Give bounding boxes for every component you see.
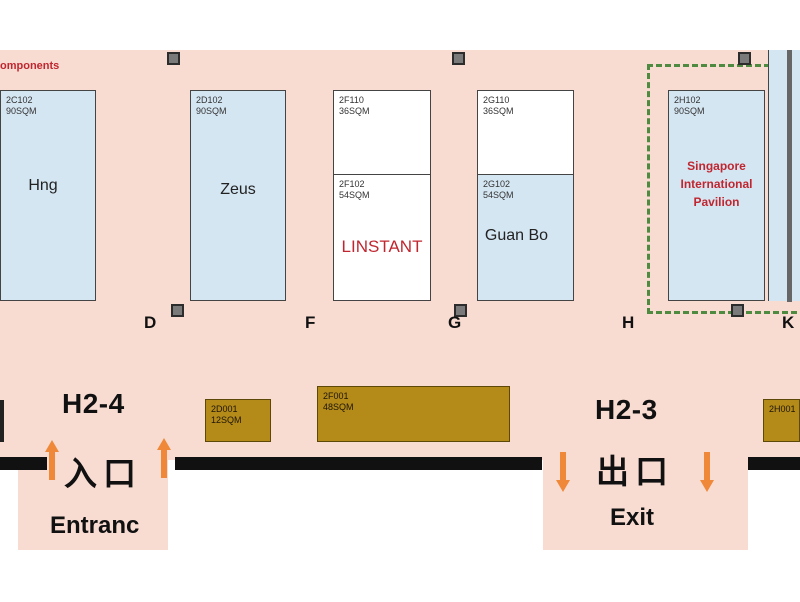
entry-arrow-icon — [157, 438, 171, 478]
entrance-chinese-label: 入口 — [64, 454, 142, 493]
pillar-icon — [167, 52, 180, 65]
booth-code: 2F102 — [339, 179, 365, 189]
pavilion-strip — [768, 50, 800, 301]
aisle-label-g: G — [448, 313, 462, 332]
booth-exhibitor: Hng — [28, 177, 58, 194]
booth-size: 90SQM — [196, 106, 227, 116]
pavilion-dashed-border — [647, 64, 797, 314]
booth-size: 90SQM — [674, 106, 705, 116]
booth-exhibitor: Zeus — [220, 181, 256, 198]
wall-segment — [748, 457, 800, 470]
exit-chinese-label: 出口 — [596, 452, 674, 491]
booth-size: 36SQM — [339, 106, 370, 116]
booth-size: 12SQM — [211, 415, 242, 425]
booth-size: 36SQM — [483, 106, 514, 116]
section-label: omponents — [0, 60, 60, 72]
hall-edge-bar — [0, 400, 4, 442]
pillar-icon — [454, 304, 467, 317]
exit-arrow-icon — [556, 452, 570, 492]
exit-label: Exit — [610, 504, 655, 531]
exit-arrow-icon — [700, 452, 714, 492]
booth-2h001[interactable]: 2H001 — [763, 399, 800, 442]
pillar-icon — [738, 52, 751, 65]
aisle-label-h: H — [622, 313, 635, 332]
pillar-icon — [731, 304, 744, 317]
pillar-icon — [452, 52, 465, 65]
entry-arrow-icon — [45, 440, 59, 480]
hall-right-wall — [787, 50, 792, 302]
booth-code: 2F001 — [323, 391, 349, 401]
booth-code: 2C102 — [6, 95, 33, 105]
booth-size: 90SQM — [6, 106, 37, 116]
entrance-label: Entranc — [50, 512, 140, 539]
booth-size: 54SQM — [339, 190, 370, 200]
booth-code: 2D102 — [196, 95, 223, 105]
wall-segment — [0, 457, 47, 470]
entrance-floor-area — [18, 460, 168, 550]
exit-floor-area — [543, 460, 748, 550]
booth-exhibitor: Guan Bo — [484, 227, 549, 244]
aisle-label-f: F — [305, 313, 316, 332]
booth-exhibitor: Singapore International Pavilion — [680, 159, 753, 209]
booth-code: 2H001 — [769, 404, 796, 414]
booth-code: 2G110 — [483, 95, 510, 105]
booth-exhibitor: LINSTANT — [341, 237, 423, 256]
aisle-label-k: K — [782, 313, 795, 332]
booth-code: 2G102 — [483, 179, 511, 189]
booth-code: 2D001 — [211, 404, 238, 414]
pillar-icon — [171, 304, 184, 317]
booth-size: 48SQM — [323, 402, 354, 412]
booth-code: 2F110 — [339, 95, 364, 105]
aisle-label-d: D — [144, 313, 157, 332]
wall-segment — [175, 457, 542, 470]
booth-code: 2H102 — [674, 95, 701, 105]
booth-size: 54SQM — [483, 190, 514, 200]
hall-label-h2-3: H2-3 — [595, 394, 658, 425]
hall-label-h2-4: H2-4 — [62, 388, 125, 419]
